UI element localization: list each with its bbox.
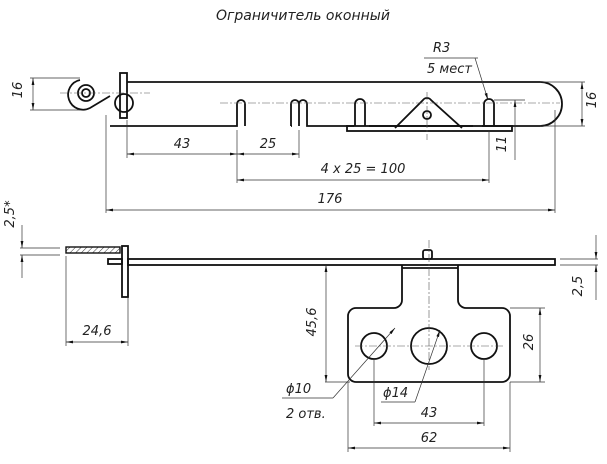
- dim-end-height: 16: [585, 92, 600, 109]
- dim-slot-pitch: 25: [260, 137, 277, 152]
- dim-plate-height: 26: [522, 334, 537, 351]
- radius-label: R3: [433, 41, 450, 56]
- pivot-circle: [114, 93, 134, 113]
- small-hole-count: 2 отв.: [286, 407, 326, 422]
- dim-slots-total: 4 x 25 = 100: [321, 162, 406, 177]
- dim-hole-spacing: 43: [421, 406, 438, 421]
- dim-plate-drop: 45,6: [305, 308, 320, 337]
- strip-side: [127, 258, 556, 266]
- side-view: 2,5* 2,5 24,6 45,6 26 43 62 ϕ10 2 отв. ϕ…: [3, 200, 598, 452]
- large-hole-label: ϕ14: [383, 386, 408, 401]
- drawing-title: Ограничитель оконный: [216, 8, 390, 24]
- dim-first-slot: 43: [174, 137, 191, 152]
- top-view: 16 16 11 43 25 4 x 25 = 100 176 R3 5 мес…: [11, 41, 600, 213]
- triangle-bracket: [394, 97, 463, 129]
- base-plate-top: [346, 125, 513, 132]
- dim-overall-length: 176: [318, 192, 343, 207]
- dim-eye-height: 16: [11, 82, 26, 99]
- small-hole-label: ϕ10: [286, 382, 311, 397]
- dim-slot-depth: 11: [495, 136, 510, 153]
- slot-5: [483, 98, 495, 126]
- hatched-section: [65, 246, 121, 254]
- dim-plate-width: 62: [421, 431, 438, 446]
- bracket-side: [121, 245, 129, 298]
- dim-offset-star: 2,5*: [3, 200, 18, 228]
- bracket-tab: [107, 258, 123, 265]
- slot-3: [354, 98, 366, 126]
- dim-thickness: 2,5: [571, 276, 586, 297]
- radius-count: 5 мест: [427, 62, 472, 77]
- dim-bracket-width: 24,6: [83, 324, 112, 339]
- pin: [422, 249, 433, 260]
- eye-outline: [67, 79, 111, 111]
- mount-plate: [347, 265, 511, 383]
